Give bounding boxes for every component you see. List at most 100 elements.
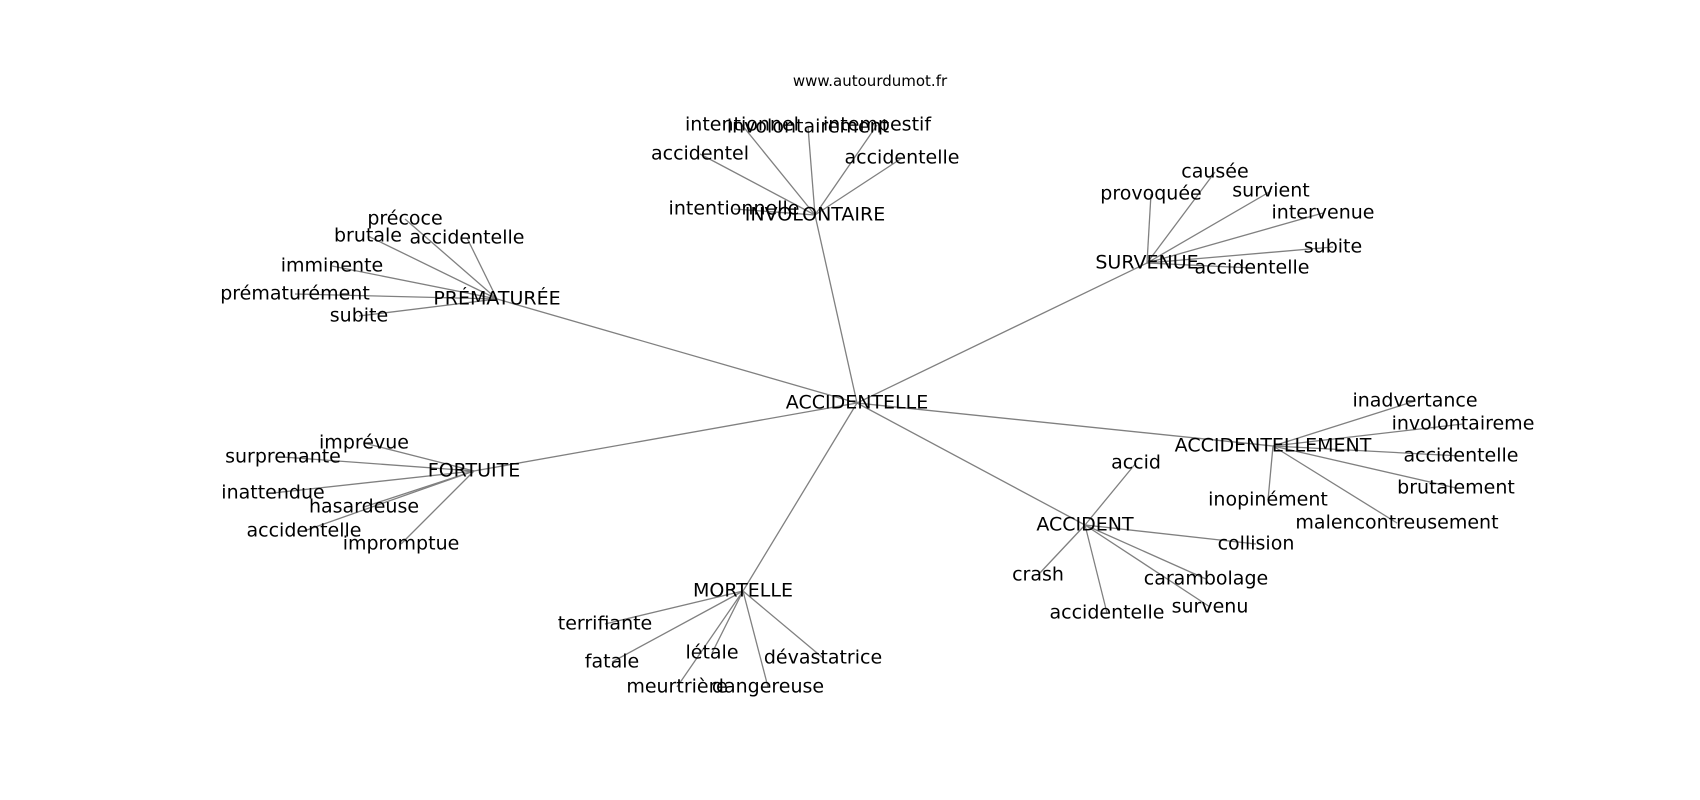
edge-hub-word — [1272, 445, 1462, 457]
leaf-word[interactable]: accidentelle — [1404, 445, 1519, 467]
edge-hub-word — [331, 265, 498, 300]
edge-hub-word — [676, 590, 744, 688]
leaf-word[interactable]: précoce — [367, 208, 442, 230]
edge-hub-word — [711, 590, 744, 654]
edge-hub-word — [303, 470, 475, 532]
leaf-word[interactable]: malencontreusement — [1295, 512, 1498, 534]
edge-hub-word — [814, 124, 878, 216]
edge-center-hub — [856, 402, 1086, 526]
hub-word[interactable]: PRÉMATURÉE — [433, 287, 560, 310]
leaf-word[interactable]: provoquée — [1100, 183, 1201, 205]
center-word[interactable]: ACCIDENTELLE — [786, 392, 928, 414]
edge-hub-word — [1146, 246, 1334, 264]
edge-hub-word — [282, 456, 475, 472]
leaf-word[interactable]: accidentelle — [1195, 257, 1310, 279]
edge-hub-word — [1084, 524, 1207, 580]
leaf-word[interactable]: prématurément — [220, 283, 370, 305]
leaf-word[interactable]: inopinément — [1208, 489, 1328, 511]
leaf-word[interactable]: inadvertance — [1352, 390, 1477, 412]
hub-word[interactable]: INVOLONTAIRE — [745, 204, 885, 226]
leaf-word[interactable]: carambolage — [1144, 568, 1268, 590]
edge-hub-word — [1084, 524, 1211, 608]
leaf-word[interactable]: dévastatrice — [764, 647, 882, 669]
leaf-word[interactable]: accidentelle — [845, 147, 960, 169]
edge-hub-word — [814, 157, 903, 216]
hub-word[interactable]: MORTELLE — [693, 580, 793, 602]
leaf-word[interactable]: hasardeuse — [309, 496, 419, 518]
edge-hub-word — [367, 235, 498, 300]
leaf-word[interactable]: survient — [1232, 180, 1309, 202]
leaf-word[interactable]: intentionnel — [685, 114, 799, 136]
edge-hub-word — [1084, 524, 1257, 545]
leaf-word[interactable]: accidentelle — [410, 227, 525, 249]
edge-hub-word — [294, 293, 498, 300]
edge-hub-word — [742, 590, 769, 688]
edge-hub-word — [1272, 445, 1457, 489]
leaf-word[interactable]: subite — [1304, 236, 1362, 258]
edge-hub-word — [604, 590, 744, 625]
edge-center-hub — [742, 402, 858, 592]
edge-center-hub — [856, 262, 1148, 404]
edge-hub-word — [358, 298, 498, 317]
edge-center-hub — [473, 402, 858, 472]
leaf-word[interactable]: accid — [1111, 452, 1161, 474]
edge-hub-word — [1267, 445, 1274, 501]
edge-hub-word — [741, 124, 816, 216]
leaf-word[interactable]: accidentelle — [1050, 602, 1165, 624]
leaf-word[interactable]: involontairement — [727, 116, 889, 138]
edge-hub-word — [272, 470, 475, 494]
leaf-word[interactable]: meurtrière — [626, 676, 727, 698]
edge-hub-word — [1037, 524, 1086, 576]
leaf-word[interactable]: subite — [330, 305, 388, 327]
edge-hub-word — [404, 218, 498, 300]
leaf-word[interactable]: intervenue — [1272, 202, 1375, 224]
edge-hub-word — [1272, 445, 1398, 524]
edge-hub-word — [1084, 462, 1137, 526]
leaf-word[interactable]: causée — [1181, 161, 1248, 183]
hub-word[interactable]: FORTUITE — [428, 460, 520, 482]
site-credit: www.autourdumot.fr — [792, 72, 948, 90]
hub-word[interactable]: ACCIDENTELLEMENT — [1175, 435, 1372, 457]
leaf-word[interactable]: intentionnelle — [669, 198, 800, 220]
edge-hub-word — [363, 442, 475, 472]
leaf-word[interactable]: fatale — [585, 651, 639, 673]
edge-hub-word — [1084, 524, 1108, 614]
leaf-word[interactable]: surprenante — [225, 446, 341, 468]
leaf-word[interactable]: crash — [1012, 564, 1064, 586]
edge-hub-word — [733, 208, 816, 216]
leaf-word[interactable]: impromptue — [343, 533, 460, 555]
edge-hub-word — [1146, 193, 1152, 264]
hub-word[interactable]: SURVENUE — [1095, 252, 1198, 274]
edge-center-hub — [856, 402, 1274, 447]
edge-hub-word — [400, 470, 475, 545]
leaf-word[interactable]: survenu — [1172, 596, 1249, 618]
leaf-word[interactable]: involontaireme — [1392, 413, 1535, 435]
leaf-word[interactable]: terrifiante — [558, 613, 653, 635]
leaf-word[interactable]: inattendue — [221, 482, 324, 504]
leaf-word[interactable]: létale — [685, 642, 738, 664]
leaf-word[interactable]: accidentel — [651, 143, 749, 165]
leaf-word[interactable]: dangereuse — [712, 676, 824, 698]
edge-center-hub — [496, 298, 858, 404]
edge-hub-word — [1146, 262, 1253, 269]
edge-hub-word — [742, 590, 824, 659]
edge-hub-word — [807, 126, 816, 216]
edge-hub-word — [466, 237, 498, 300]
hub-word[interactable]: ACCIDENT — [1036, 514, 1134, 536]
edge-hub-word — [1146, 212, 1324, 264]
leaf-word[interactable]: imminente — [281, 255, 384, 277]
edge-hub-word — [699, 153, 816, 216]
leaf-word[interactable]: collision — [1218, 533, 1295, 555]
edge-center-hub — [814, 214, 858, 404]
leaf-word[interactable]: intempestif — [823, 114, 932, 136]
edge-hub-word — [611, 590, 744, 663]
edge-hub-word — [1146, 190, 1272, 264]
edge-hub-word — [1146, 171, 1216, 264]
leaf-word[interactable]: accidentelle — [247, 520, 362, 542]
leaf-word[interactable]: brutalement — [1397, 477, 1515, 499]
edge-hub-word — [1272, 423, 1464, 447]
leaf-word[interactable]: brutale — [334, 225, 402, 247]
edge-hub-word — [1272, 400, 1416, 447]
leaf-word[interactable]: imprévue — [319, 432, 409, 454]
